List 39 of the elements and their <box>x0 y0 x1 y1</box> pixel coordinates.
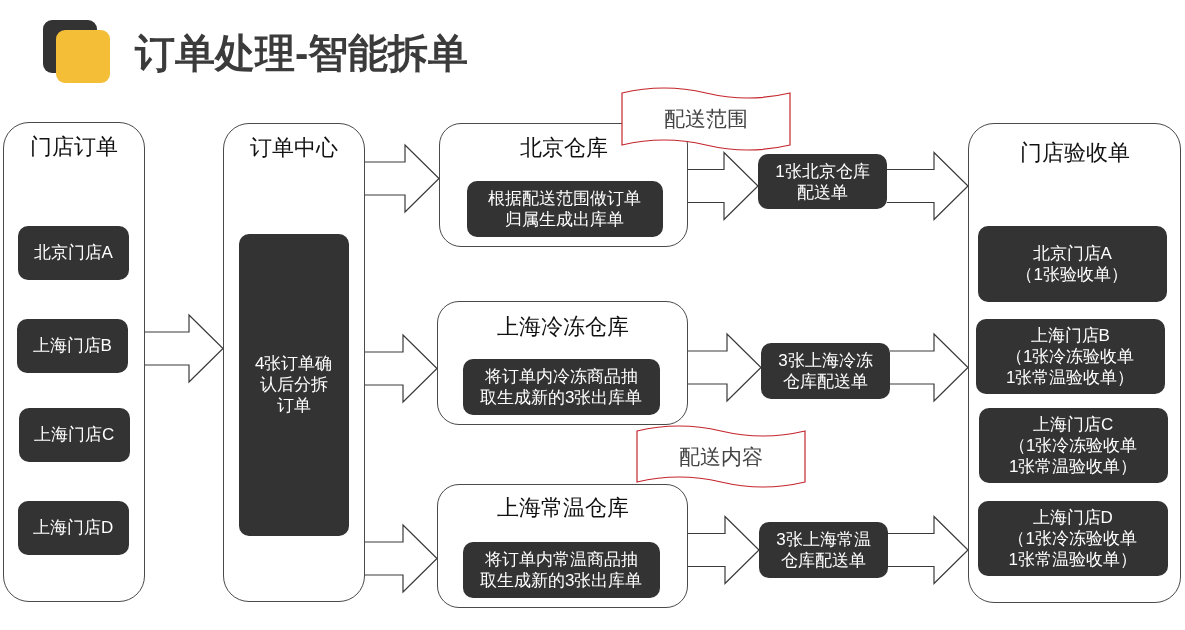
process-box: 3张上海常温仓库配送单 <box>759 522 888 578</box>
block-arrow <box>144 313 224 384</box>
process-box: 1张北京仓库配送单 <box>758 154 887 209</box>
column-panel <box>968 123 1181 603</box>
process-box: 3张上海冷冻仓库配送单 <box>761 343 890 399</box>
block-arrow <box>886 151 969 221</box>
process-box: 上海门店C <box>18 407 130 462</box>
process-box: 上海门店B <box>16 318 128 373</box>
block-arrow <box>889 332 969 403</box>
block-arrow <box>887 515 969 585</box>
box-heading: 北京仓库 <box>519 133 608 162</box>
rounded-box <box>437 301 688 425</box>
process-box: 北京门店A （1张验收单） <box>977 225 1167 302</box>
block-arrow <box>364 143 440 214</box>
process-box: 4张订单确认后分拆订单 <box>238 233 349 536</box>
box-heading: 上海常温仓库 <box>496 493 629 522</box>
box-heading: 订单中心 <box>250 133 338 162</box>
block-arrow <box>687 151 759 221</box>
wave-banner: 配送内容 <box>637 426 805 487</box>
box-heading: 门店验收单 <box>1019 138 1130 167</box>
rounded-box <box>437 484 688 608</box>
page-title: 订单处理-智能拆单 <box>135 30 469 77</box>
block-arrow <box>687 515 760 585</box>
block-arrow <box>364 333 438 404</box>
box-heading: 门店订单 <box>30 132 118 161</box>
column-panel <box>3 122 145 602</box>
process-box: 将订单内常温商品抽取生成新的3张出库单 <box>462 541 660 598</box>
column-panel <box>223 123 365 602</box>
box-heading: 上海冷冻仓库 <box>496 312 629 341</box>
process-box: 上海门店D （1张冷冻验收单1张常温验收单） <box>977 500 1168 576</box>
block-arrow <box>687 332 762 403</box>
process-box: 根据配送范围做订单归属生成出库单 <box>466 180 663 237</box>
process-box: 北京门店A <box>17 225 129 280</box>
wave-banner: 配送范围 <box>622 88 790 150</box>
process-box: 上海门店D <box>17 500 129 555</box>
process-box: 上海门店C （1张冷冻验收单1张常温验收单） <box>978 407 1168 483</box>
process-box: 将订单内冷冻商品抽取生成新的3张出库单 <box>462 358 660 415</box>
process-box: 上海门店B （1张冷冻验收单1张常温验收单） <box>975 318 1165 394</box>
block-arrow <box>364 523 438 594</box>
